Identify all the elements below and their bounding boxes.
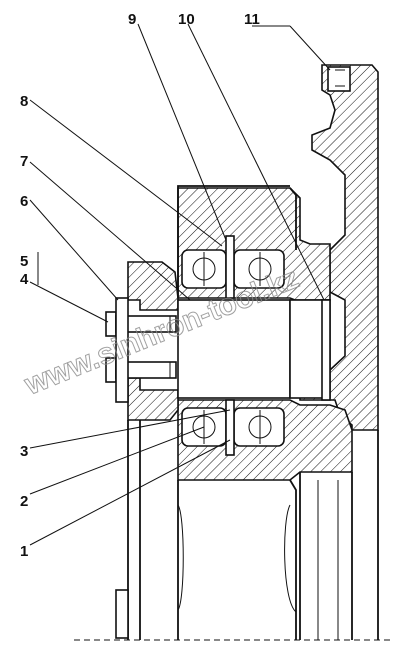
callout-7: 7 — [20, 153, 28, 170]
callout-2: 2 — [20, 493, 28, 510]
outer-rim — [177, 185, 297, 640]
callout-10: 10 — [178, 11, 195, 28]
callout-4: 4 — [20, 271, 29, 288]
callout-5: 5 — [20, 253, 28, 270]
callout-3: 3 — [20, 443, 28, 460]
leader-lines — [29, 23, 331, 546]
callout-6: 6 — [20, 193, 28, 210]
retaining-ring — [321, 299, 331, 401]
callout-11: 11 — [244, 11, 260, 28]
bore — [177, 299, 291, 399]
lock-washer — [115, 297, 129, 403]
spacer-ring-upper — [225, 235, 235, 299]
housing-lower — [299, 430, 379, 640]
callout-9: 9 — [128, 11, 136, 28]
spacer-ring-lower — [225, 399, 235, 456]
callout-1: 1 — [20, 543, 28, 560]
callout-8: 8 — [20, 93, 28, 110]
